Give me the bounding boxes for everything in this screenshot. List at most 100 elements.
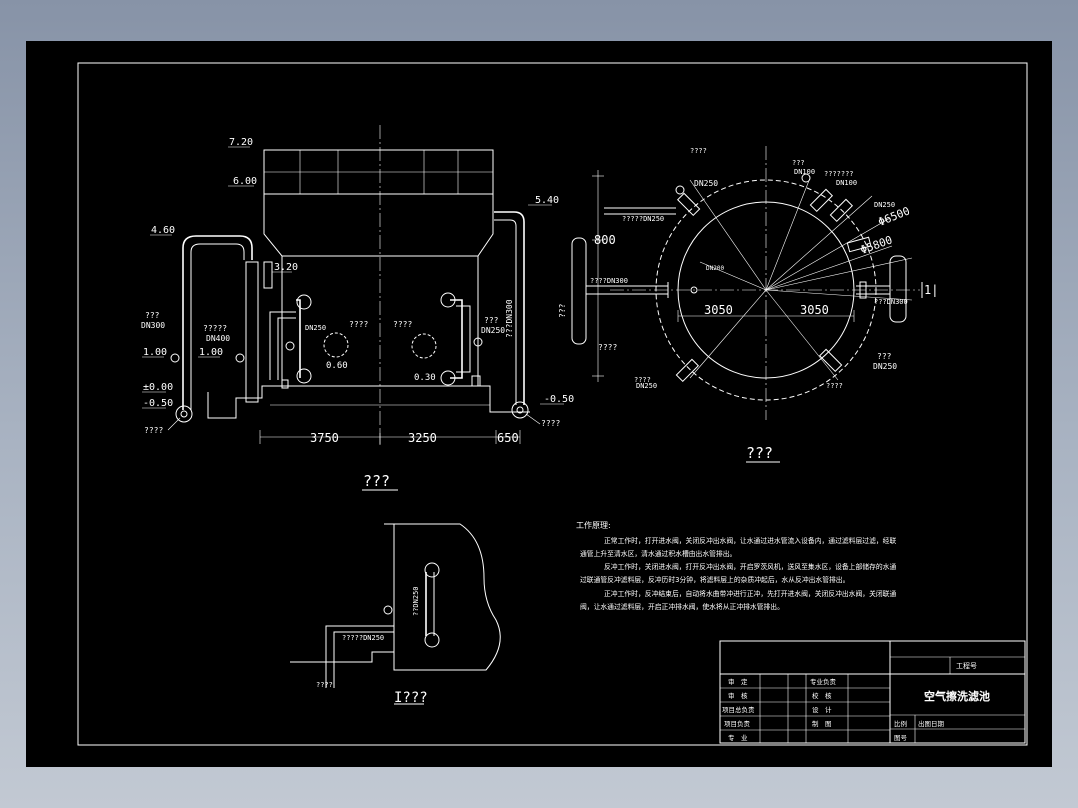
pipe-label: ???DN300 <box>505 299 514 338</box>
pipe-label: ????? <box>203 324 227 333</box>
plan-label: ??????? <box>824 170 854 178</box>
title-block-label: 项目负责 <box>724 719 751 728</box>
elevation-label: 0.60 <box>326 361 348 371</box>
pipe-label: DN400 <box>206 334 230 343</box>
dimension-value: 650 <box>497 431 519 445</box>
note-line: 过联通管反冲滤料层，反冲历时3分钟，将滤料层上的杂质冲起后，水从反冲出水管排出。 <box>580 575 849 584</box>
dimension-value: 3050 <box>800 303 829 317</box>
plan-label: DN250 <box>873 362 897 371</box>
drawing-sheet <box>26 41 1052 767</box>
pipe-end-right <box>511 401 529 419</box>
pipe-label: DN250 <box>305 324 326 332</box>
valve-icon <box>383 605 393 615</box>
note-line: 反冲工作时，关闭进水阀，打开反冲出水阀，开启罗茨风机，送风至集水区，设备上部储存… <box>604 562 896 571</box>
valve-icon <box>235 353 245 363</box>
valve-icon <box>170 353 180 363</box>
elevation-label: 4.60 <box>151 225 175 236</box>
title-block-label: 出图日期 <box>918 719 945 728</box>
plan-label: DN250 <box>874 201 895 209</box>
plan-label: ????DN300 <box>590 277 628 285</box>
dimension-value: 3750 <box>310 431 339 445</box>
working-principle-notes: 工作原理: 正常工作时，打开进水阀，关闭反冲出水阀，让水通过进水管流入设备内，通… <box>576 520 896 611</box>
manhole-left <box>323 332 349 358</box>
section-mark: 1| <box>924 283 938 297</box>
pipe-label: ???? <box>144 426 163 435</box>
plan-label: DN200 <box>706 265 724 272</box>
pipe-label: DN250 <box>481 326 505 335</box>
title-block-label: 审 定 <box>728 677 748 686</box>
elevation-label: -0.50 <box>143 398 173 409</box>
dimension-value: 3250 <box>408 431 437 445</box>
elevation-label: 7.20 <box>229 137 253 148</box>
elevation-label: 5.40 <box>535 195 559 206</box>
title-block-label: 专业负责 <box>810 677 837 686</box>
plan-label: DN100 <box>836 179 857 187</box>
plan-label: ???? <box>826 382 843 390</box>
plan-label: DN100 <box>794 168 815 176</box>
title-block-label: 校 核 <box>812 691 832 700</box>
notes-heading: 工作原理: <box>576 520 611 530</box>
plan-label: ???DN300 <box>874 298 908 306</box>
front-view: 7.20 6.00 4.60 5.40 3.20 1.00 1.00 ±0.00… <box>141 125 574 491</box>
title-block-label: 项目总负责 <box>722 705 755 714</box>
title-block-label: 制 图 <box>812 719 832 728</box>
view-title: I??? <box>394 690 428 706</box>
elevation-label: 0.30 <box>414 373 436 383</box>
plan-label: ???? <box>598 343 617 352</box>
elevation-label: 1.00 <box>199 347 223 358</box>
valve-icon <box>675 185 685 195</box>
drawing-title: 空气擦洗滤池 <box>924 689 990 703</box>
detail-label: ???? <box>316 681 333 689</box>
pipe-dn400 <box>245 261 259 403</box>
detail-outline <box>384 523 501 671</box>
elevation-label: -0.50 <box>544 394 574 405</box>
pipe-end-left <box>175 405 193 423</box>
ground-line <box>207 385 530 419</box>
pipe-label: ???? <box>541 419 560 428</box>
plan-view: ???? DN250 ??? DN100 ??????? DN100 DN250… <box>558 146 938 463</box>
plan-label: ?????DN250 <box>622 215 664 223</box>
note-line: 正冲工作时，反冲结束后，自动将水曲带冲进行正冲，先打开进水阀，关闭反冲出水阀，关… <box>604 589 896 598</box>
plan-label: ???? <box>634 376 651 384</box>
detail-view: ??DN250 ?????DN250 ???? I??? <box>290 523 501 706</box>
valve-icon <box>285 341 295 351</box>
plan-label: DN250 <box>694 179 718 188</box>
view-title: ??? <box>363 472 390 490</box>
elevation-label: 3.20 <box>274 262 298 273</box>
elevation-label: ±0.00 <box>143 382 173 393</box>
note-line: 正常工作时，打开进水阀，关闭反冲出水阀，让水通过进水管流入设备内，通过滤料层过滤… <box>604 536 896 545</box>
title-block-label: 审 核 <box>728 691 748 700</box>
drawing-frame <box>77 62 1028 746</box>
right-manifold <box>889 255 907 323</box>
title-block-label: 工程号 <box>956 661 977 670</box>
pipe-label: ??? <box>484 316 499 325</box>
elevation-label: 1.00 <box>143 347 167 358</box>
note-line: 通管上升至清水区，清水通过积水槽由出水管排出。 <box>580 549 736 558</box>
note-line: 阀，让水通过滤料层，开启正冲排水阀，使水将从正冲排水管排出。 <box>580 602 784 611</box>
dimension-value: 800 <box>594 233 616 247</box>
title-block: 工程号 空气擦洗滤池 审 定 专业负责 审 核 校 核 项目总负责 设 计 项目… <box>719 640 1026 744</box>
outlet-pipe <box>494 211 525 405</box>
view-title: ??? <box>746 444 773 462</box>
title-block-label: 比例 <box>894 719 907 728</box>
pipe-label: ???? <box>393 320 412 329</box>
pipe-label: ??? <box>145 311 160 320</box>
plan-label: ??? <box>558 303 567 318</box>
pipe-label: ???? <box>349 320 368 329</box>
plan-label: ??? <box>877 352 892 361</box>
plan-label: DN250 <box>636 382 657 390</box>
pipe-label: DN300 <box>141 321 165 330</box>
title-block-label: 图号 <box>894 734 908 742</box>
dimension-value: 3050 <box>704 303 733 317</box>
inlet-pipe-loop <box>182 235 253 410</box>
plan-label: ???? <box>690 147 707 155</box>
title-block-label: 专 业 <box>728 733 748 742</box>
valve-icon <box>473 337 483 347</box>
elevation-label: 6.00 <box>233 176 257 187</box>
manhole-right <box>411 333 437 359</box>
valve-icon <box>801 173 811 183</box>
left-manifold <box>571 237 587 345</box>
title-block-label: 设 计 <box>812 705 832 714</box>
plan-label: ??? <box>792 159 805 167</box>
